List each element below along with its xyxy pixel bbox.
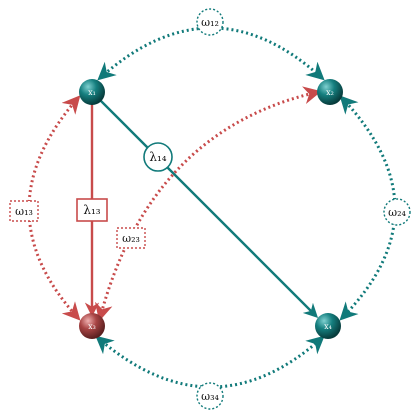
edge-w12 <box>97 26 325 81</box>
svg-text:x₄: x₄ <box>324 322 332 331</box>
label-w12: ω₁₂ <box>196 8 224 36</box>
svg-text:ω₁₂: ω₁₂ <box>201 16 219 29</box>
label-w23: ω₂₃ <box>116 227 146 249</box>
node-x2: x₂ <box>317 79 343 105</box>
label-l14: λ₁₄ <box>143 142 173 172</box>
svg-text:ω₂₃: ω₂₃ <box>122 232 140 245</box>
svg-text:ω₁₃: ω₁₃ <box>15 205 33 218</box>
label-w24: ω₂₄ <box>383 198 411 226</box>
node-x3: x₃ <box>79 313 105 339</box>
label-l13: λ₁₃ <box>76 198 108 222</box>
label-w34: ω₃₄ <box>196 382 224 410</box>
svg-text:x₁: x₁ <box>88 88 96 97</box>
svg-text:ω₂₄: ω₂₄ <box>388 206 406 219</box>
svg-text:x₃: x₃ <box>88 322 96 331</box>
svg-text:x₂: x₂ <box>326 88 334 97</box>
svg-text:λ₁₄: λ₁₄ <box>149 150 166 164</box>
node-x4: x₄ <box>315 313 341 339</box>
edge-l14 <box>99 99 319 319</box>
node-x1: x₁ <box>79 79 105 105</box>
edge-w13 <box>27 95 81 321</box>
svg-text:λ₁₃: λ₁₃ <box>83 203 100 217</box>
label-w13: ω₁₃ <box>9 200 39 222</box>
edge-w34 <box>95 335 325 389</box>
svg-text:ω₃₄: ω₃₄ <box>201 390 219 403</box>
